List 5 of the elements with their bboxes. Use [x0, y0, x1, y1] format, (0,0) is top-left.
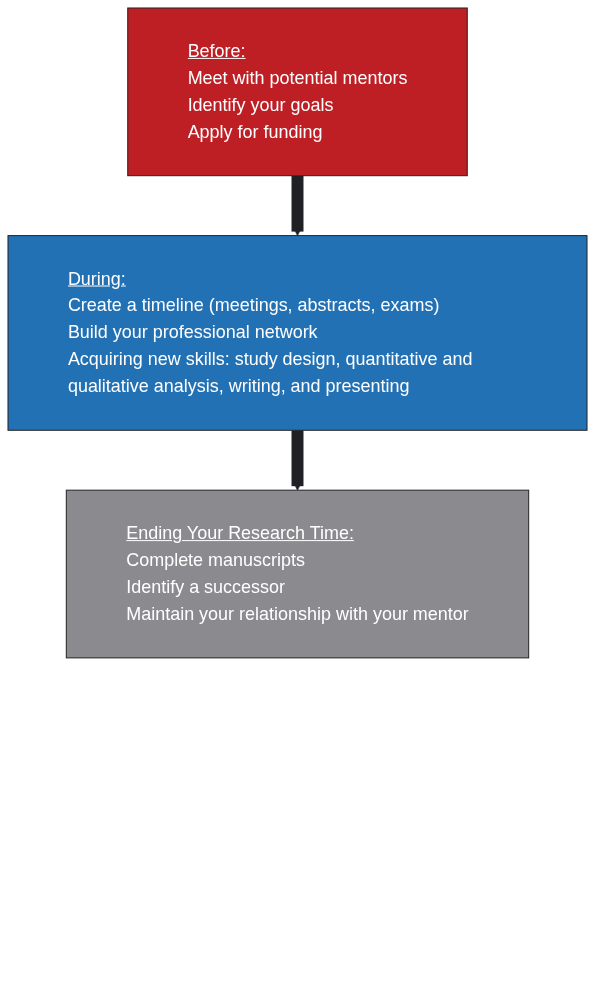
node-box: Ending Your Research Time: Complete manuscripts Identify a successor Maintain your relationship with your mentor	[65, 489, 530, 659]
arrow	[291, 174, 304, 236]
arrow	[291, 429, 304, 491]
node-box: During: Create a timeline (meetings, abstracts, exams) Build your professional network Acquiring new skills: study design, quantitative and qualitative analysis, writing, and presenting	[7, 235, 588, 431]
node-box: Before: Meet with potential mentors Identify your goals Apply for funding	[127, 7, 468, 177]
